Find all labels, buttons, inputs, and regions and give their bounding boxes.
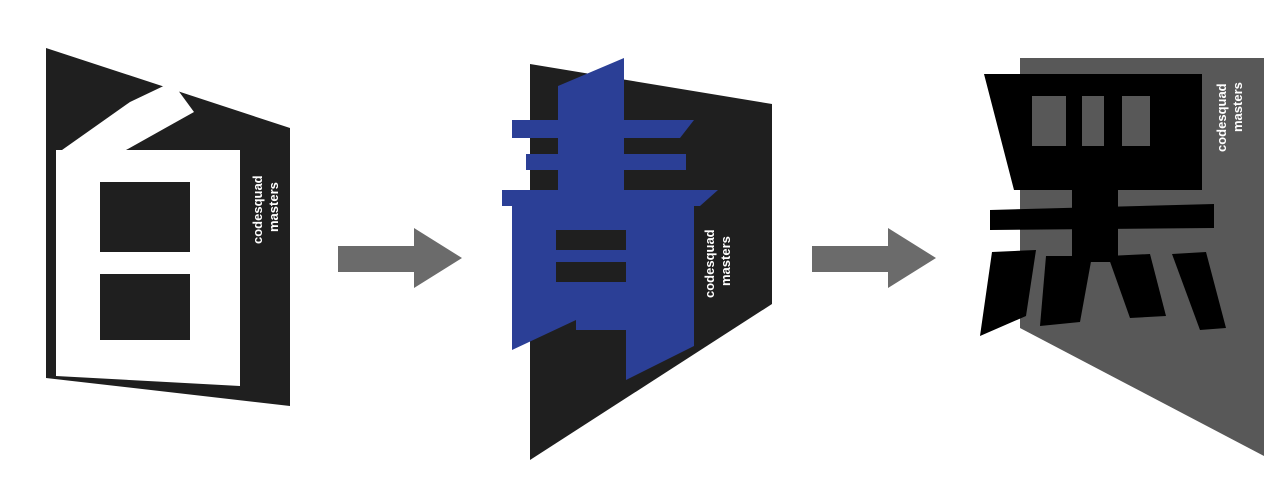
brand-text-line1: codesquad [250,175,265,244]
brand-text-line1: codesquad [1214,83,1229,152]
brand-text-line2: masters [1230,82,1245,132]
brand-text-line2: masters [718,236,733,286]
brand-text-line2: masters [266,182,281,232]
blue-character-icon [502,58,718,380]
arrow-right-icon [812,228,936,288]
logo-step-3: codesquad masters [980,58,1264,456]
black-character-icon [980,74,1226,336]
logo-step-1: codesquad masters [46,48,290,406]
arrow-right-icon [338,228,462,288]
logo-step-2: codesquad masters [502,58,772,460]
brand-text-line1: codesquad [702,229,717,298]
white-character-icon [56,82,240,386]
